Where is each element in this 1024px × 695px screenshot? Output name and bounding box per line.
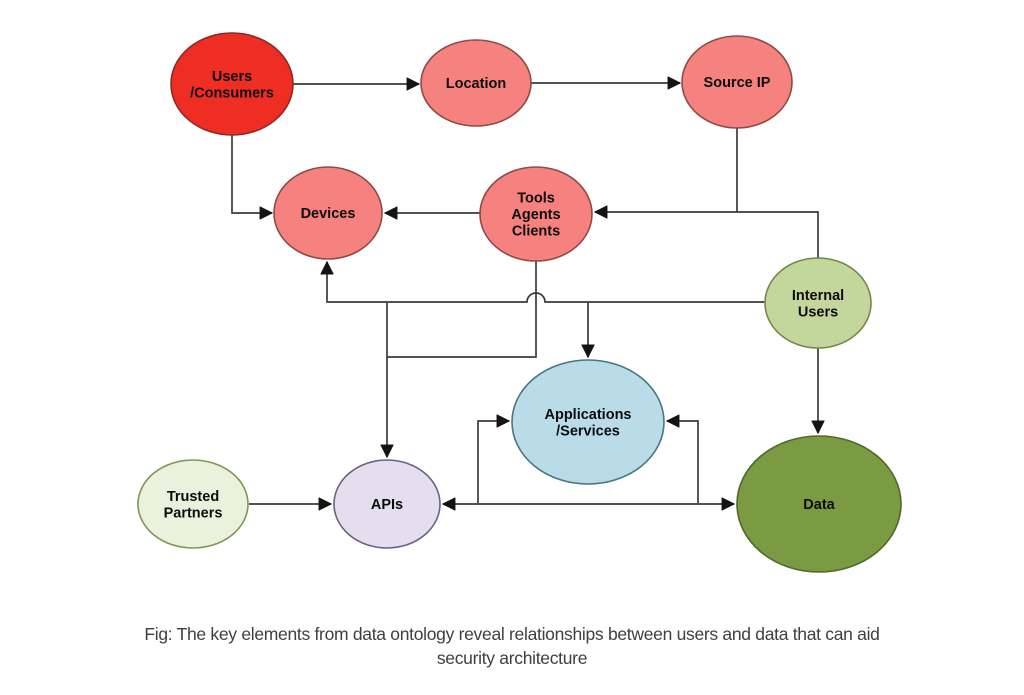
node-source-ip: Source IP — [681, 35, 793, 129]
node-shape-devices — [273, 166, 383, 260]
node-shape-internal-users — [764, 257, 872, 349]
node-shape-users-consumers — [170, 32, 294, 136]
node-apis: APIs — [333, 459, 441, 549]
node-shape-data — [736, 435, 902, 573]
node-label-apis: APIs — [371, 497, 403, 513]
node-applications-services: Applications/Services — [511, 359, 665, 485]
edge-internal-users-to-tools — [595, 212, 819, 258]
node-location: Location — [420, 39, 532, 127]
node-data: Data — [736, 435, 902, 573]
node-shape-location — [420, 39, 532, 127]
figure-caption-line1: Fig: The key elements from data ontology… — [144, 624, 880, 644]
node-shape-apis — [333, 459, 441, 549]
node-label-devices: Devices — [301, 206, 356, 222]
figure-caption-line2: security architecture — [436, 648, 588, 668]
figure-caption: Fig: The key elements from data ontology… — [0, 622, 1024, 670]
edge-bus-to-applications-left — [477, 421, 509, 503]
node-label-location: Location — [446, 76, 506, 92]
edge-bus-to-applications-right — [667, 421, 699, 503]
node-shape-applications-services — [511, 359, 665, 485]
node-shape-source-ip — [681, 35, 793, 129]
node-users-consumers: Users/Consumers — [170, 32, 294, 136]
node-label-data: Data — [803, 497, 835, 513]
node-shape-trusted-partners — [137, 459, 249, 549]
node-label-users-consumers: Users/Consumers — [190, 69, 274, 102]
edge-internal-users-to-devices — [327, 262, 765, 303]
node-devices: Devices — [273, 166, 383, 260]
node-label-applications-services: Applications/Services — [544, 407, 631, 440]
edge-tools-elbow — [387, 261, 537, 358]
edge-users-to-devices — [231, 135, 272, 213]
node-shape-tools-agents-clients — [479, 166, 593, 262]
node-label-source-ip: Source IP — [704, 75, 771, 91]
